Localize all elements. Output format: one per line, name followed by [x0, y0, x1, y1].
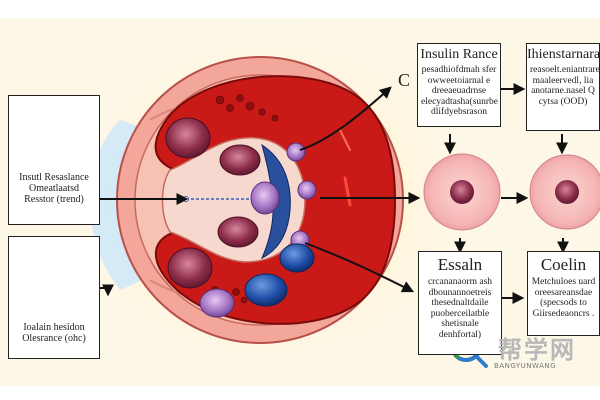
box-line: Olesrance (ohc)	[22, 333, 86, 344]
watermark-text: 帮学网	[498, 336, 576, 364]
label-box-top-right: Ihienstarnara reasoelt.eniantrare maalee…	[526, 43, 600, 131]
bottom-strip	[0, 386, 600, 400]
box-line: Resstor (trend)	[24, 194, 84, 205]
box-body: pesadhiofdmah sfer owweetoiarnal e dreea…	[421, 65, 499, 117]
watermark-subtext: BANGYUNWANG	[494, 362, 557, 370]
box-title: Ihienstarnara	[527, 47, 600, 62]
maroon-cell	[219, 144, 261, 176]
label-box-left-top: Insutl Resaslance Omeatlaatsd Resstor (t…	[8, 95, 100, 225]
box-title: Essaln	[437, 255, 483, 274]
cell-nucleus	[555, 180, 579, 204]
watermark: 帮学网 BANGYUNWANG	[446, 328, 596, 378]
box-body: Metchuloes uard oreesareansdae (specsods…	[531, 277, 596, 319]
blood-particles	[211, 94, 279, 304]
blood-streak	[339, 129, 351, 151]
arrow-icon	[96, 83, 569, 304]
blue-cell	[279, 243, 315, 273]
blue-cell	[244, 273, 288, 307]
blood-streak	[343, 176, 352, 207]
top-strip	[0, 0, 600, 18]
purple-cell	[297, 180, 317, 200]
maroon-cell	[167, 247, 213, 289]
purple-cell	[286, 142, 306, 162]
label-box-top-middle: Insulin Rance pesadhiofdmah sfer owweeto…	[417, 43, 501, 127]
box-title: Insulin Rance	[420, 47, 498, 62]
cell-nucleus	[450, 180, 474, 204]
callout-letter: C	[398, 70, 411, 90]
purple-cell	[250, 181, 280, 215]
box-line: Omeatlaatsd	[29, 183, 79, 194]
box-title: Coelin	[540, 255, 587, 274]
maroon-cell	[217, 216, 259, 248]
purple-cell	[199, 288, 235, 318]
label-box-bottom-right: Coelin Metchuloes uard oreesareansdae (s…	[527, 251, 600, 336]
box-line: Insutl Resaslance	[19, 172, 89, 183]
label-box-left-bottom: Ioalain hesidon Olesrance (ohc)	[8, 236, 100, 359]
label-box-bottom-middle: Essaln crcananaorm ash dbounannoetreis t…	[418, 251, 502, 355]
box-body: reasoelt.eniantrare maaleervedl, lia ano…	[530, 65, 600, 107]
box-line: Ioalain hesidon	[23, 322, 85, 333]
box-body: crcananaorm ash dbounannoetreis thesedna…	[427, 277, 493, 340]
maroon-cell	[165, 117, 211, 159]
